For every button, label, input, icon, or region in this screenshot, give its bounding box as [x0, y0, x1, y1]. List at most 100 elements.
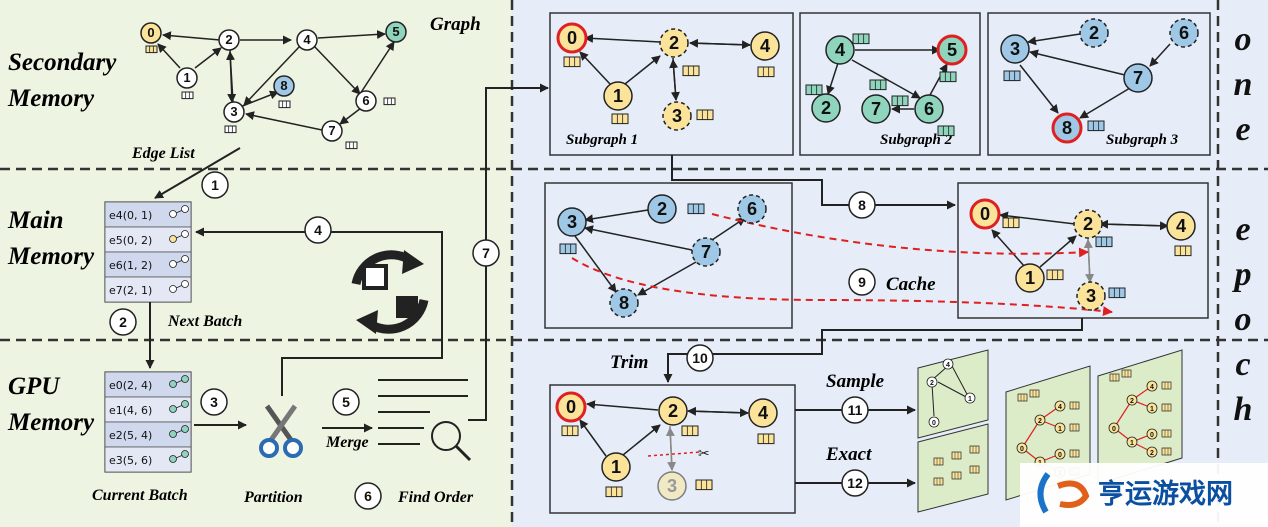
node-label: 4 — [760, 36, 771, 56]
step-marker: 9 — [848, 268, 876, 296]
tree-feature-icon — [951, 451, 962, 460]
graph-node: 6 — [737, 194, 767, 224]
step-number: 11 — [848, 402, 863, 418]
feature-icons — [145, 33, 1192, 498]
graph-node: 2 — [218, 29, 240, 51]
feature-vector-icon — [1002, 217, 1020, 229]
node-label: 0 — [567, 28, 577, 48]
cut-scissors-icon: ✂ — [698, 446, 710, 462]
tree-feature-icon — [1161, 403, 1172, 412]
graph-node: 1 — [1015, 263, 1045, 293]
tree-node: 4 — [1054, 400, 1066, 412]
cache-label: Cache — [886, 274, 936, 295]
main-memory-label: Main — [7, 207, 64, 234]
epoch-letter: e — [1235, 111, 1250, 148]
exact-label: Exact — [825, 444, 872, 465]
tree-feature-icon — [969, 465, 980, 474]
graph-node: 0 — [555, 391, 587, 423]
epoch-letter: e — [1235, 211, 1250, 248]
graph-node: 2 — [1079, 18, 1109, 48]
edge-entry: e7(2, 1) — [109, 284, 152, 297]
current-batch-table: e0(2, 4)e1(4, 6)e2(5, 4)e3(5, 6) — [104, 371, 192, 473]
node-label: 1 — [1025, 268, 1035, 288]
feature-vector-icon — [563, 56, 581, 68]
node-label: 2 — [1089, 23, 1099, 43]
step-marker: 7 — [472, 239, 500, 267]
find-order-label: Find Order — [397, 489, 474, 506]
step-marker: 6 — [354, 482, 382, 510]
tree-node: 0 — [928, 416, 940, 428]
epoch-letter: p — [1232, 256, 1252, 293]
node-label: 4 — [835, 40, 846, 60]
tree-node: 2 — [926, 376, 938, 388]
tree-node: 2 — [1146, 446, 1158, 458]
node-label: 3 — [672, 106, 682, 126]
graph-node: 8 — [1051, 112, 1083, 144]
sample-panel — [917, 349, 989, 439]
cache-link-2 — [571, 257, 1113, 317]
tree-node-label: 0 — [1112, 426, 1116, 433]
node-label: 8 — [1062, 118, 1072, 138]
epoch-letter: n — [1234, 66, 1253, 103]
graph-label: Graph — [430, 14, 481, 35]
edge-entry: e1(4, 6) — [109, 404, 152, 417]
graph-node: 1 — [603, 81, 633, 111]
node-label: 7 — [328, 123, 335, 138]
tree-node: 1 — [1054, 422, 1066, 434]
tree-node-label: 4 — [1058, 404, 1062, 411]
feature-vector-icon — [805, 84, 823, 96]
graph-node: 1 — [176, 67, 198, 89]
step-number: 3 — [210, 394, 218, 410]
watermark-text: 亨运游戏网 — [1098, 478, 1233, 510]
step-marker: 1 — [201, 171, 229, 199]
watermark: 亨运游戏网 — [1020, 463, 1268, 527]
feature-vector-icon — [869, 79, 887, 91]
graph-node: 7 — [321, 120, 343, 142]
step-number: 7 — [482, 245, 490, 261]
node-label: 3 — [1086, 286, 1096, 306]
tree-node: 0 — [1146, 428, 1158, 440]
node-label: 4 — [1176, 216, 1187, 236]
main-memory-label-2: Memory — [7, 243, 95, 270]
step-marker: 4 — [304, 216, 332, 244]
edge-entry: e3(5, 6) — [109, 454, 152, 467]
feature-vector-icon — [695, 479, 713, 491]
next-batch-label: Next Batch — [167, 313, 242, 330]
feature-vector-icon — [561, 425, 579, 437]
step-number: 5 — [342, 394, 350, 410]
graph-node: 8 — [609, 288, 639, 318]
tree-feature-icon — [1069, 423, 1080, 432]
trimmed-subgraph-edges: ✂ — [579, 400, 749, 471]
graph-node: 0 — [140, 22, 162, 44]
sample-label: Sample — [826, 371, 885, 392]
feature-vector-icon — [757, 433, 775, 445]
graph-node: 3 — [657, 471, 687, 501]
tree-feature-icon — [1017, 393, 1028, 402]
feature-vector-icon — [757, 66, 775, 78]
feature-vector-icon — [278, 100, 291, 109]
graph-node: 7 — [1123, 63, 1153, 93]
node-label: 3 — [667, 476, 677, 496]
tree-node-label: 1 — [1150, 406, 1154, 413]
tree-node-label: 4 — [1150, 384, 1154, 391]
node-label: 1 — [183, 70, 190, 85]
tree-feature-icon — [1029, 389, 1040, 398]
tree-feature-icon — [951, 471, 962, 480]
tree-feature-icon — [1109, 373, 1120, 382]
cached-subgraph-edges — [574, 209, 1169, 296]
tree-node: 1 — [964, 392, 976, 404]
step-marker: 11 — [841, 396, 869, 424]
tree-node-label: 0 — [932, 420, 936, 427]
node-label: 2 — [668, 401, 678, 421]
tree-node-label: 0 — [1058, 452, 1062, 459]
node-label: 1 — [613, 86, 623, 106]
secondary-memory-label: Secondary — [8, 49, 117, 76]
watermark-logo-icon — [1037, 472, 1090, 514]
merge-label: Merge — [325, 434, 369, 451]
graph-node: 7 — [861, 94, 891, 124]
node-label: 1 — [611, 457, 621, 477]
feature-vector-icon — [224, 125, 237, 134]
partition-label: Partition — [243, 489, 303, 506]
